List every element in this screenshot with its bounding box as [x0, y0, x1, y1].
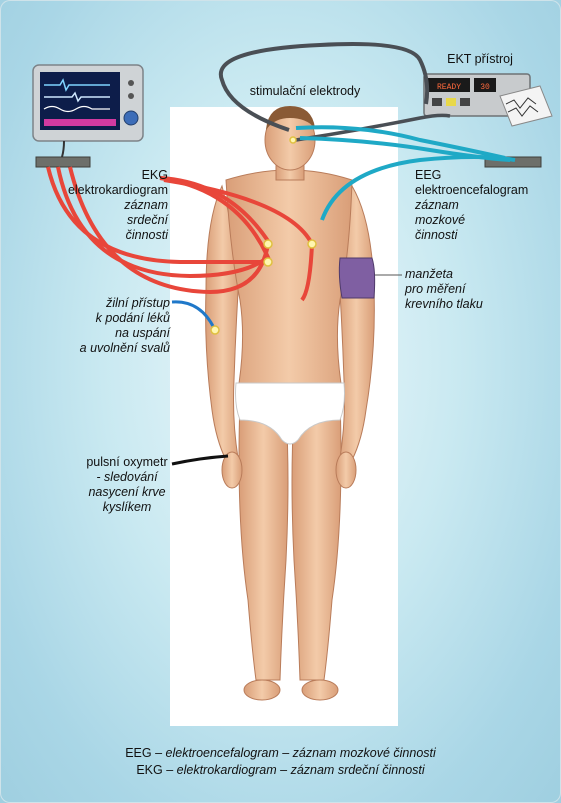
- monitor-connector-box: [36, 157, 90, 167]
- patient-monitor: [33, 65, 143, 141]
- ekt-screen-right: 30: [480, 83, 490, 92]
- right-leg: [292, 400, 341, 680]
- cuff-label: manžeta pro měření krevního tlaku: [405, 267, 545, 312]
- right-foot: [302, 680, 338, 700]
- ekt-screen-left: READY: [437, 83, 461, 92]
- ekt-device: [424, 74, 552, 126]
- footer-ekg-abbr: EKG: [136, 763, 162, 777]
- iv-site: [211, 326, 219, 334]
- ekt-device-label: EKT přístroj: [430, 52, 530, 67]
- ekg-label: EKG elektrokardiogram záznam srdeční čin…: [58, 168, 168, 243]
- footer-line-eeg: EEG – elektroencefalogram – záznam mozko…: [0, 746, 561, 760]
- footer-line-ekg: EKG – elektrokardiogram – záznam srdeční…: [0, 763, 561, 777]
- left-leg: [239, 400, 288, 680]
- eeg-label: EEG elektroencefalogram záznam mozkové č…: [415, 168, 560, 243]
- right-hand: [336, 452, 356, 488]
- left-foot: [244, 680, 280, 700]
- stimulation-label: stimulační elektrody: [230, 84, 380, 99]
- footer-eeg-abbr: EEG: [125, 746, 151, 760]
- oximeter-label: pulsní oxymetr - sledování nasycení krve…: [72, 455, 182, 515]
- iv-label: žilní přístup k podání léků na uspání a …: [60, 296, 170, 356]
- footer-eeg-desc: – elektroencefalogram – záznam mozkové č…: [152, 746, 436, 760]
- bp-cuff: [339, 258, 374, 298]
- footer-ekg-desc: – elektrokardiogram – záznam srdeční čin…: [163, 763, 425, 777]
